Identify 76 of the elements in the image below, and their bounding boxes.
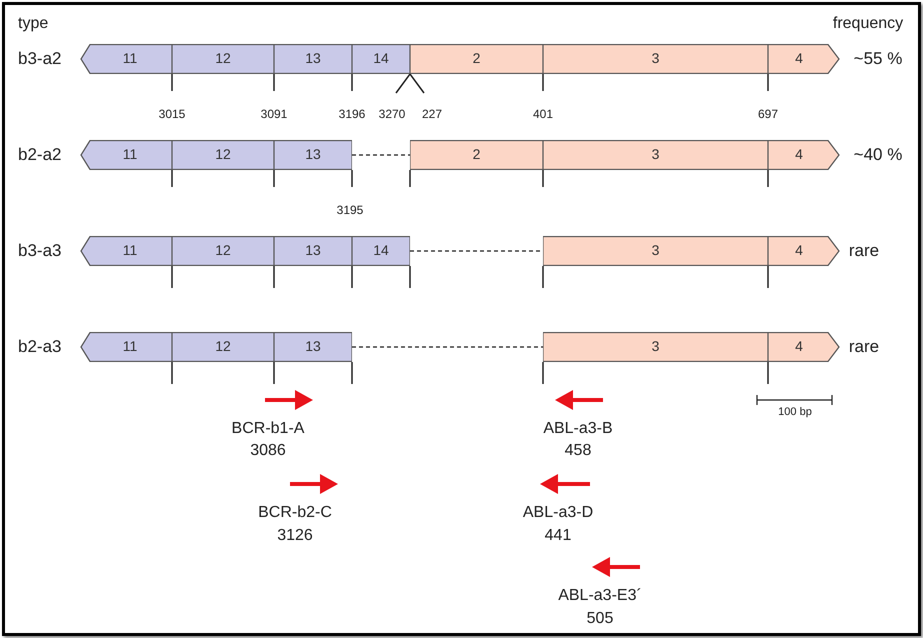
exon-number: 11 [122, 242, 138, 258]
exon-number: 4 [795, 242, 803, 258]
exon-number: 12 [215, 242, 231, 258]
exon-number: 2 [472, 146, 480, 162]
frequency-label: rare [848, 337, 880, 357]
type-label: b3-a2 [18, 49, 62, 69]
exon-number: 13 [305, 338, 321, 354]
position-number: 3195 [336, 203, 364, 217]
exon-number: 4 [795, 338, 803, 354]
type-label: b3-a3 [18, 241, 62, 261]
exon-box [80, 236, 172, 266]
position-number: 3091 [260, 107, 288, 121]
primer-name: ABL-a3-B [543, 420, 613, 438]
exon-number: 13 [305, 146, 321, 162]
position-number: 3270 [378, 107, 406, 121]
primer-name: BCR-b2-C [258, 504, 332, 522]
primer-name: ABL-a3-E3´ [558, 587, 642, 605]
primer-position: 441 [544, 527, 572, 545]
exon-number: 4 [795, 146, 803, 162]
exon-box [274, 236, 352, 266]
frequency-label: ~55 % [854, 49, 902, 69]
exon-box [410, 140, 543, 170]
connector-line [352, 154, 410, 156]
exon-box [80, 140, 172, 170]
exon-box [768, 236, 840, 266]
exon-number: 3 [652, 146, 660, 162]
scale-label: 100 bp [778, 406, 812, 418]
exon-number: 12 [215, 146, 231, 162]
exon-number: 3 [652, 50, 660, 66]
exon-box [172, 236, 274, 266]
primer-position: 3086 [250, 442, 286, 460]
exon-box [172, 140, 274, 170]
exon-number: 14 [373, 50, 389, 66]
primer-position: 3126 [277, 527, 313, 545]
exon-box [274, 44, 352, 74]
position-number: 697 [758, 107, 778, 121]
exon-box [172, 44, 274, 74]
exon-box [768, 332, 840, 362]
exon-number: 12 [215, 50, 231, 66]
primer-name: ABL-a3-D [522, 504, 594, 522]
exon-number: 11 [122, 50, 138, 66]
exon-number: 13 [305, 242, 321, 258]
exon-number: 13 [305, 50, 321, 66]
frequency-label: ~40 % [854, 145, 902, 165]
exon-box [274, 332, 352, 362]
frequency-label: rare [848, 241, 880, 261]
primer-position: 458 [564, 442, 592, 460]
connector-line [352, 346, 543, 348]
exon-number: 3 [652, 338, 660, 354]
position-number: 3015 [158, 107, 186, 121]
exon-box [410, 44, 543, 74]
exon-number: 11 [122, 338, 138, 354]
exon-number: 2 [472, 50, 480, 66]
position-number: 401 [532, 107, 554, 121]
exon-number: 4 [795, 50, 803, 66]
exon-box [80, 332, 172, 362]
type-label: b2-a2 [18, 145, 62, 165]
exon-number: 11 [122, 146, 138, 162]
connector-line [410, 250, 543, 252]
exon-number: 3 [652, 242, 660, 258]
exon-number: 14 [373, 242, 389, 258]
primer-name: BCR-b1-A [232, 420, 304, 438]
type-label: b2-a3 [18, 337, 62, 357]
position-number: 227 [422, 107, 442, 121]
exon-box [768, 44, 840, 74]
exon-box [80, 44, 172, 74]
exon-box [352, 236, 410, 266]
column-heading: frequency [832, 15, 904, 33]
position-number: 3196 [338, 107, 366, 121]
exon-box [352, 44, 410, 74]
exon-number: 12 [215, 338, 231, 354]
exon-box [274, 140, 352, 170]
exon-box [768, 140, 840, 170]
exon-box [172, 332, 274, 362]
column-heading: type [18, 15, 48, 33]
primer-position: 505 [586, 610, 614, 628]
